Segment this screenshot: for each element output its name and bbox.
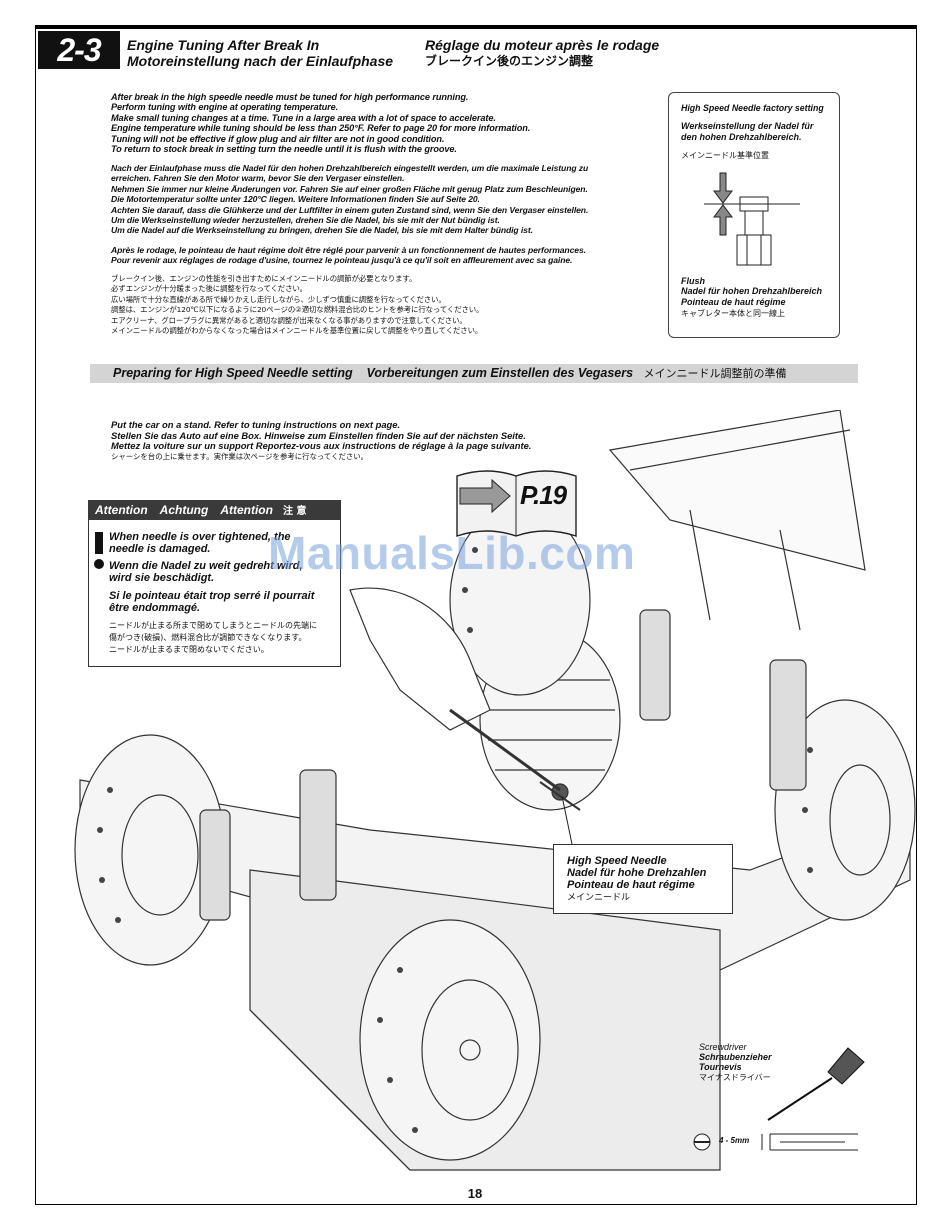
factory-jp: メインニードル基準位置	[681, 151, 769, 160]
tip-size-label: 4 - 5mm	[719, 1136, 750, 1145]
title-jp: ブレークイン後のエンジン調整	[425, 54, 594, 68]
needle-label-de: Nadel für hohe Drehzahlen	[567, 867, 707, 879]
factory-de-1: Werkseinstellung der Nadel für	[681, 121, 814, 131]
factory-de-2: den hohen Drehzahlbereich.	[681, 132, 802, 142]
flush-fr: Pointeau de haut régime	[681, 297, 786, 307]
prep-section-bar	[90, 364, 858, 383]
section-number-badge: 2-3	[38, 31, 120, 69]
attention-jp-1: ニードルが止まる所まで閉めてしまうとニードルの先端に	[109, 621, 317, 630]
book-page-reference-icon	[456, 470, 577, 537]
screwdriver-jp: マイナスドライバー	[699, 1073, 771, 1082]
screwdriver-tip-diagram	[693, 1133, 858, 1151]
stand-instructions: Put the car on a stand. Refer to tuning …	[111, 419, 532, 461]
top-rule	[35, 25, 916, 29]
prep-heading: Preparing for High Speed Needle setting …	[113, 366, 787, 380]
screwdriver-en: Screwdriver	[699, 1042, 747, 1052]
page-frame	[35, 25, 917, 1205]
title-en: Engine Tuning After Break In	[127, 37, 320, 53]
needle-pointer-line	[561, 796, 573, 845]
attention-fr-1: Si le pointeau était trop serré il pourr…	[109, 590, 315, 602]
needle-label-box	[553, 844, 733, 914]
flush-jp: キャブレター本体と同一線上	[681, 309, 785, 318]
intro-en: After break in the high speedle needle m…	[111, 92, 531, 155]
factory-title: High Speed Needle factory setting	[681, 103, 824, 113]
flush-label: Flush	[681, 276, 705, 286]
intro-fr: Après le rodage, le pointeau de haut rég…	[111, 245, 586, 266]
attention-en-2: needle is damaged.	[109, 543, 211, 555]
title-fr: Réglage du moteur après le rodage	[425, 37, 660, 53]
needle-label-fr: Pointeau de haut régime	[567, 879, 695, 891]
attention-box	[88, 500, 341, 667]
attention-fr-2: être endommagé.	[109, 602, 201, 614]
watermark: ManualsLib.com	[268, 527, 636, 579]
title-de: Motoreinstellung nach der Einlaufphase	[127, 53, 394, 69]
needle-label-jp: メインニードル	[567, 893, 631, 903]
needle-flush-diagram	[704, 172, 800, 266]
screwdriver-de: Schraubenzieher	[699, 1052, 772, 1062]
flush-de: Nadel für hohen Drehzahlbereich	[681, 286, 823, 296]
screwdriver-fr: Tournevis	[699, 1062, 742, 1072]
attention-de-1: Wenn die Nadel zu weit gedreht wird,	[109, 560, 303, 572]
exclamation-icon	[94, 532, 104, 569]
page-number: 18	[467, 1186, 483, 1201]
intro-de: Nach der Einlaufphase muss die Nadel für…	[111, 163, 589, 236]
screwdriver-icon	[767, 1047, 865, 1121]
attention-jp-2: 傷がつき(破損)、燃料混合比が調節できなくなります。	[109, 633, 307, 642]
buggy-illustration	[74, 410, 916, 1171]
attention-en-1: When needle is over tightened, the	[109, 531, 291, 543]
needle-label-en: High Speed Needle	[567, 855, 667, 867]
attention-de-2: wird sie beschädigt.	[109, 572, 215, 584]
intro-jp: ブレークイン後、エンジンの性能を引き出すためにメインニードルの調節が必要となりま…	[111, 274, 484, 336]
attention-jp-3: ニードルが止まるまで閉めないでください。	[109, 645, 269, 654]
page-reference: P.19	[520, 480, 567, 510]
